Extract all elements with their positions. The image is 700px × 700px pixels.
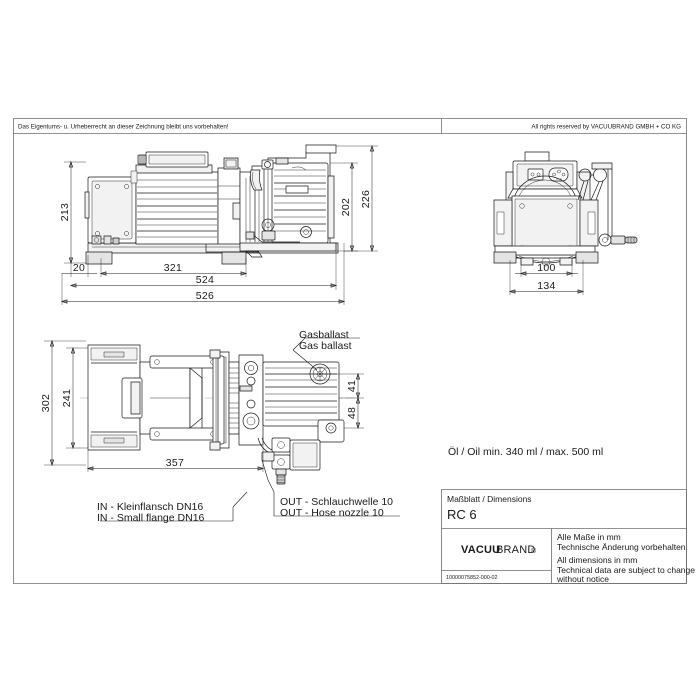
header-copyright-de: Das Eigentums- u. Urheberrecht an dieser… (18, 124, 229, 131)
side-base-assembly (86, 243, 338, 264)
dim-48: 48 (346, 407, 358, 419)
plan-fin-stack (229, 368, 239, 428)
title-model: RC 6 (447, 507, 477, 522)
brand-light: BRAND (496, 544, 536, 556)
title-caption: Maßblatt / Dimensions (447, 494, 532, 504)
plan-view-dimensions: 302 241 357 41 48 (40, 341, 364, 472)
plan-intermediate-flange (210, 350, 239, 450)
front-top-bracket (525, 152, 549, 161)
front-outlet-nozzle (599, 234, 637, 246)
title-block (442, 490, 687, 584)
dim-41: 41 (346, 380, 358, 392)
front-feet-assembly (494, 246, 598, 266)
note-de-1: Alle Maße in mm (557, 532, 621, 542)
dim-321: 321 (164, 262, 182, 274)
callout-outlet-en: OUT - Hose nozzle 10 (280, 507, 384, 519)
callout-leaders (100, 338, 400, 521)
dim-302: 302 (40, 394, 52, 412)
side-terminal-box (85, 177, 136, 244)
oil-capacity-note: Öl / Oil min. 340 ml / max. 500 ml (448, 446, 603, 458)
sheet-frame (14, 119, 687, 584)
dim-202: 202 (340, 198, 352, 216)
plan-cylinder-ribs (265, 368, 337, 420)
note-de-2: Technische Änderung vorbehalten (557, 542, 686, 552)
callout-inlet-de: IN - Kleinflansch DN16 (97, 501, 203, 513)
dim-134: 134 (537, 280, 555, 292)
side-motor-housing (131, 152, 218, 244)
side-coupling-block (218, 158, 241, 244)
note-en-1: All dimensions in mm (557, 555, 637, 565)
front-linkage-arms (578, 163, 612, 240)
motor-cooling-fins (137, 180, 217, 237)
callout-inlet-en: IN - Small flange DN16 (97, 512, 205, 524)
dim-524: 524 (196, 274, 214, 286)
brand-trademark-mark: ® (531, 547, 537, 555)
dim-357: 357 (166, 457, 184, 469)
front-elevation-view (494, 152, 637, 266)
note-en-3: without notice (556, 574, 609, 584)
pump-housing-hatch (274, 170, 326, 231)
brand-bold: VACUU (461, 544, 500, 556)
plan-pump-block (239, 355, 344, 445)
side-elevation-view (85, 145, 338, 264)
side-pump-body (240, 152, 336, 257)
dim-213: 213 (59, 203, 71, 221)
dim-20: 20 (73, 262, 85, 274)
dim-100: 100 (537, 262, 555, 274)
plan-view (80, 345, 360, 484)
dim-526: 526 (196, 290, 214, 302)
callout-gasballast-de: Gasballast (299, 329, 349, 341)
callout-gasballast-en: Gas ballast (299, 340, 352, 352)
dim-226: 226 (360, 190, 372, 208)
plan-outlet-cluster (258, 438, 320, 484)
header-copyright-en: All rights reserved by VACUUBRAND GMBH +… (531, 124, 681, 131)
side-view-dimensions: 213 20 321 524 526 202 (59, 146, 378, 305)
plan-motor-body (122, 356, 220, 440)
iec-socket-icon (549, 168, 568, 181)
callout-outlet-de: OUT - Schlauchwelle 10 (280, 496, 393, 508)
brand-logo: VACUU BRAND ® (461, 544, 537, 556)
note-en-2: Technical data are subject to change (557, 565, 695, 575)
front-view-dimensions: 100 134 (510, 260, 583, 295)
drawing-number: 10000075852-000-02 (446, 575, 498, 581)
power-switch-icon (528, 169, 543, 180)
side-top-boss (306, 145, 336, 153)
dim-241: 241 (61, 389, 73, 407)
